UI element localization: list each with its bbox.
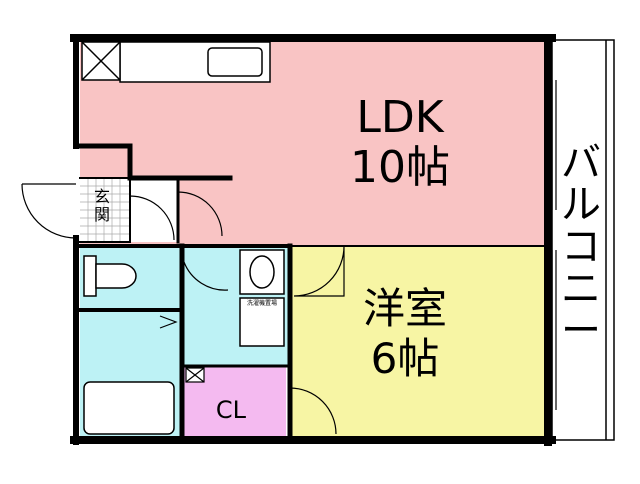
balcony-char: ル <box>561 182 601 228</box>
balcony-char: ニ <box>561 266 601 312</box>
western-room-label: 洋室 6帖 <box>330 288 480 380</box>
kitchen <box>81 41 271 83</box>
ldk-name: LDK <box>356 92 444 143</box>
entrance-tiles <box>80 178 130 242</box>
washer-space <box>239 297 285 347</box>
entrance-label-line2: 関 <box>93 205 110 224</box>
balcony-label: バ ル コ ニ ー <box>558 142 604 352</box>
ldk-label: LDK 10帖 <box>300 96 500 190</box>
entrance-label-line1: 玄 <box>93 187 110 206</box>
balcony-char: バ <box>561 140 601 186</box>
doors <box>21 183 345 435</box>
wash-basin <box>239 249 285 295</box>
ldk-size: 10帖 <box>350 142 450 193</box>
western-room-name: 洋室 <box>362 284 447 333</box>
washer-label: 洗濯機置場 <box>246 300 277 307</box>
closet-label: CL <box>215 396 247 424</box>
western-room-size: 6帖 <box>370 334 440 383</box>
shoe-box <box>130 178 178 242</box>
bathtub <box>83 381 175 435</box>
balcony-char: ー <box>561 308 601 354</box>
toilet <box>83 255 137 297</box>
duct-box <box>185 367 205 383</box>
entrance-label: 玄 関 <box>84 188 120 224</box>
balcony <box>551 39 615 441</box>
balcony-char: コ <box>561 224 601 270</box>
